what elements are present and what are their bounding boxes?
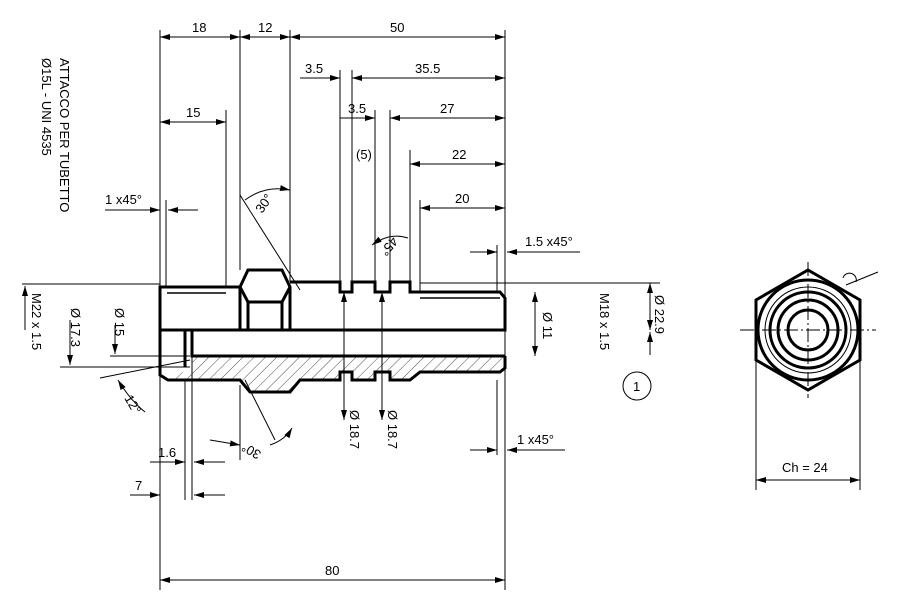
chamfer-right-top: 1.5 x45° bbox=[525, 234, 573, 249]
dim-hex-24: Ch = 24 bbox=[782, 460, 828, 475]
part-title: ATTACCO PER TUBETTO Ø15L - UNI 4535 bbox=[39, 58, 72, 212]
hex-side-view bbox=[740, 262, 876, 490]
thread-m18: M18 x 1.5 bbox=[597, 293, 612, 350]
dim-80: 80 bbox=[325, 563, 339, 578]
dia-22-9: Ø 22.9 bbox=[652, 295, 667, 334]
chamfer-left: 1 x45° bbox=[105, 192, 142, 207]
leader-arrows bbox=[22, 75, 653, 498]
section-hatch bbox=[168, 356, 505, 392]
dia-11: Ø 11 bbox=[540, 312, 555, 339]
angle-12: 12° bbox=[121, 392, 144, 417]
dimension-texts: 18 12 50 15 3.5 35.5 3.5 27 (5) 22 20 1 … bbox=[29, 20, 828, 578]
dim-7: 7 bbox=[135, 478, 142, 493]
dim-5: (5) bbox=[356, 147, 372, 162]
dia-15: Ø 15 bbox=[112, 308, 127, 336]
angle-45: 45° bbox=[377, 234, 401, 259]
dim-18: 18 bbox=[192, 20, 206, 35]
title-line-2: Ø15L - UNI 4535 bbox=[39, 58, 54, 156]
dim-35-5: 35.5 bbox=[415, 61, 440, 76]
title-line-1: ATTACCO PER TUBETTO bbox=[57, 58, 72, 212]
dim-12: 12 bbox=[258, 20, 272, 35]
item-balloon bbox=[622, 371, 652, 401]
dia-18-7-a: Ø 18.7 bbox=[347, 410, 362, 449]
dim-3-5-a: 3.5 bbox=[305, 61, 323, 76]
dimension-lines bbox=[160, 34, 653, 583]
dia-17-3: Ø 17.3 bbox=[68, 308, 83, 347]
chamfer-right-bottom: 1 x45° bbox=[517, 432, 554, 447]
thread-m22: M22 x 1.5 bbox=[29, 293, 44, 350]
dim-15: 15 bbox=[186, 105, 200, 120]
dim-22: 22 bbox=[452, 147, 466, 162]
dim-50: 50 bbox=[390, 20, 404, 35]
dim-27: 27 bbox=[440, 101, 454, 116]
dim-1-6: 1.6 bbox=[158, 445, 176, 460]
dim-20: 20 bbox=[455, 191, 469, 206]
angle-30-bottom: 30° bbox=[239, 440, 264, 463]
dia-18-7-b: Ø 18.7 bbox=[385, 410, 400, 449]
angle-30-top: 30° bbox=[252, 191, 276, 216]
dim-3-5-b: 3.5 bbox=[348, 101, 366, 116]
item-number: 1 bbox=[633, 379, 640, 394]
extension-lines bbox=[22, 30, 660, 590]
